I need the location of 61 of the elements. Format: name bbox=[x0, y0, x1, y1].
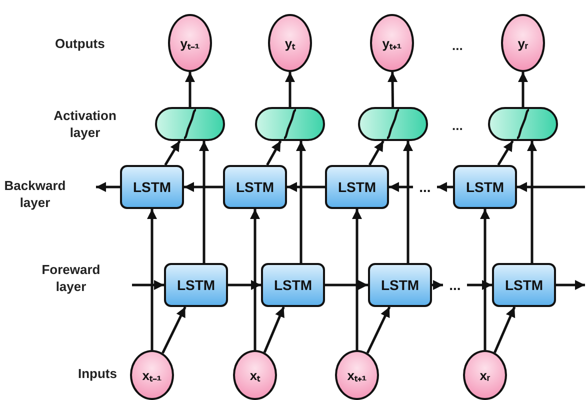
arrow bbox=[480, 209, 490, 350]
arrow bbox=[263, 306, 285, 353]
ellipse-node: yₜ₋₁ bbox=[168, 14, 212, 72]
lstm-box: LSTM bbox=[453, 165, 517, 209]
arrow bbox=[266, 140, 282, 166]
activation-box bbox=[155, 107, 225, 141]
arrow bbox=[437, 182, 453, 192]
arrow bbox=[296, 141, 306, 263]
arrow bbox=[325, 280, 368, 290]
row-label: Activation layer bbox=[52, 108, 118, 142]
arrow bbox=[287, 182, 325, 192]
arrow bbox=[517, 182, 585, 192]
arrow bbox=[518, 72, 528, 107]
activation-box bbox=[488, 107, 558, 141]
arrow bbox=[185, 72, 195, 107]
ellipse-node: xᵣ bbox=[463, 350, 507, 400]
row-label: Backward layer bbox=[3, 178, 67, 212]
arrow bbox=[494, 306, 516, 354]
lstm-box: LSTM bbox=[261, 263, 325, 307]
arrow bbox=[432, 280, 443, 290]
ellipsis-text: ... bbox=[452, 118, 463, 135]
arrow bbox=[184, 182, 223, 192]
ellipse-node: xₜ₋₁ bbox=[130, 350, 174, 400]
ellipsis-text: ... bbox=[452, 38, 463, 55]
ellipsis-text: ... bbox=[413, 177, 437, 197]
row-label: Foreward layer bbox=[40, 262, 102, 296]
arrow bbox=[497, 140, 514, 166]
arrow bbox=[164, 140, 181, 166]
ellipse-node: xₜ₊₁ bbox=[335, 350, 379, 400]
ellipsis-text: ... bbox=[443, 275, 467, 295]
arrow bbox=[250, 209, 260, 350]
ellipse-node: yₜ₊₁ bbox=[370, 14, 414, 72]
arrow bbox=[132, 280, 164, 290]
ellipse-node: yᵣ bbox=[501, 14, 545, 72]
row-label: Outputs bbox=[55, 36, 105, 53]
arrow bbox=[556, 280, 585, 290]
lstm-box: LSTM bbox=[120, 165, 184, 209]
arrow bbox=[388, 72, 398, 108]
row-label: Inputs bbox=[78, 366, 117, 383]
lstm-box: LSTM bbox=[223, 165, 287, 209]
arrow bbox=[96, 182, 120, 192]
ellipse-node: xₜ bbox=[233, 350, 277, 400]
arrow bbox=[285, 72, 295, 107]
activation-box bbox=[358, 107, 428, 141]
arrow bbox=[368, 140, 384, 166]
activation-box bbox=[255, 107, 325, 141]
lstm-box: LSTM bbox=[368, 263, 432, 307]
lstm-box: LSTM bbox=[164, 263, 228, 307]
lstm-box: LSTM bbox=[325, 165, 389, 209]
arrow bbox=[162, 306, 186, 354]
lstm-box: LSTM bbox=[492, 263, 556, 307]
arrow bbox=[389, 182, 413, 192]
ellipse-node: yₜ bbox=[268, 14, 312, 72]
arrow bbox=[467, 280, 492, 290]
arrow bbox=[147, 209, 157, 350]
arrow bbox=[527, 141, 537, 263]
arrow bbox=[228, 280, 261, 290]
arrow bbox=[366, 306, 391, 354]
arrow bbox=[199, 141, 209, 263]
arrow bbox=[352, 209, 362, 350]
arrow bbox=[403, 141, 413, 263]
